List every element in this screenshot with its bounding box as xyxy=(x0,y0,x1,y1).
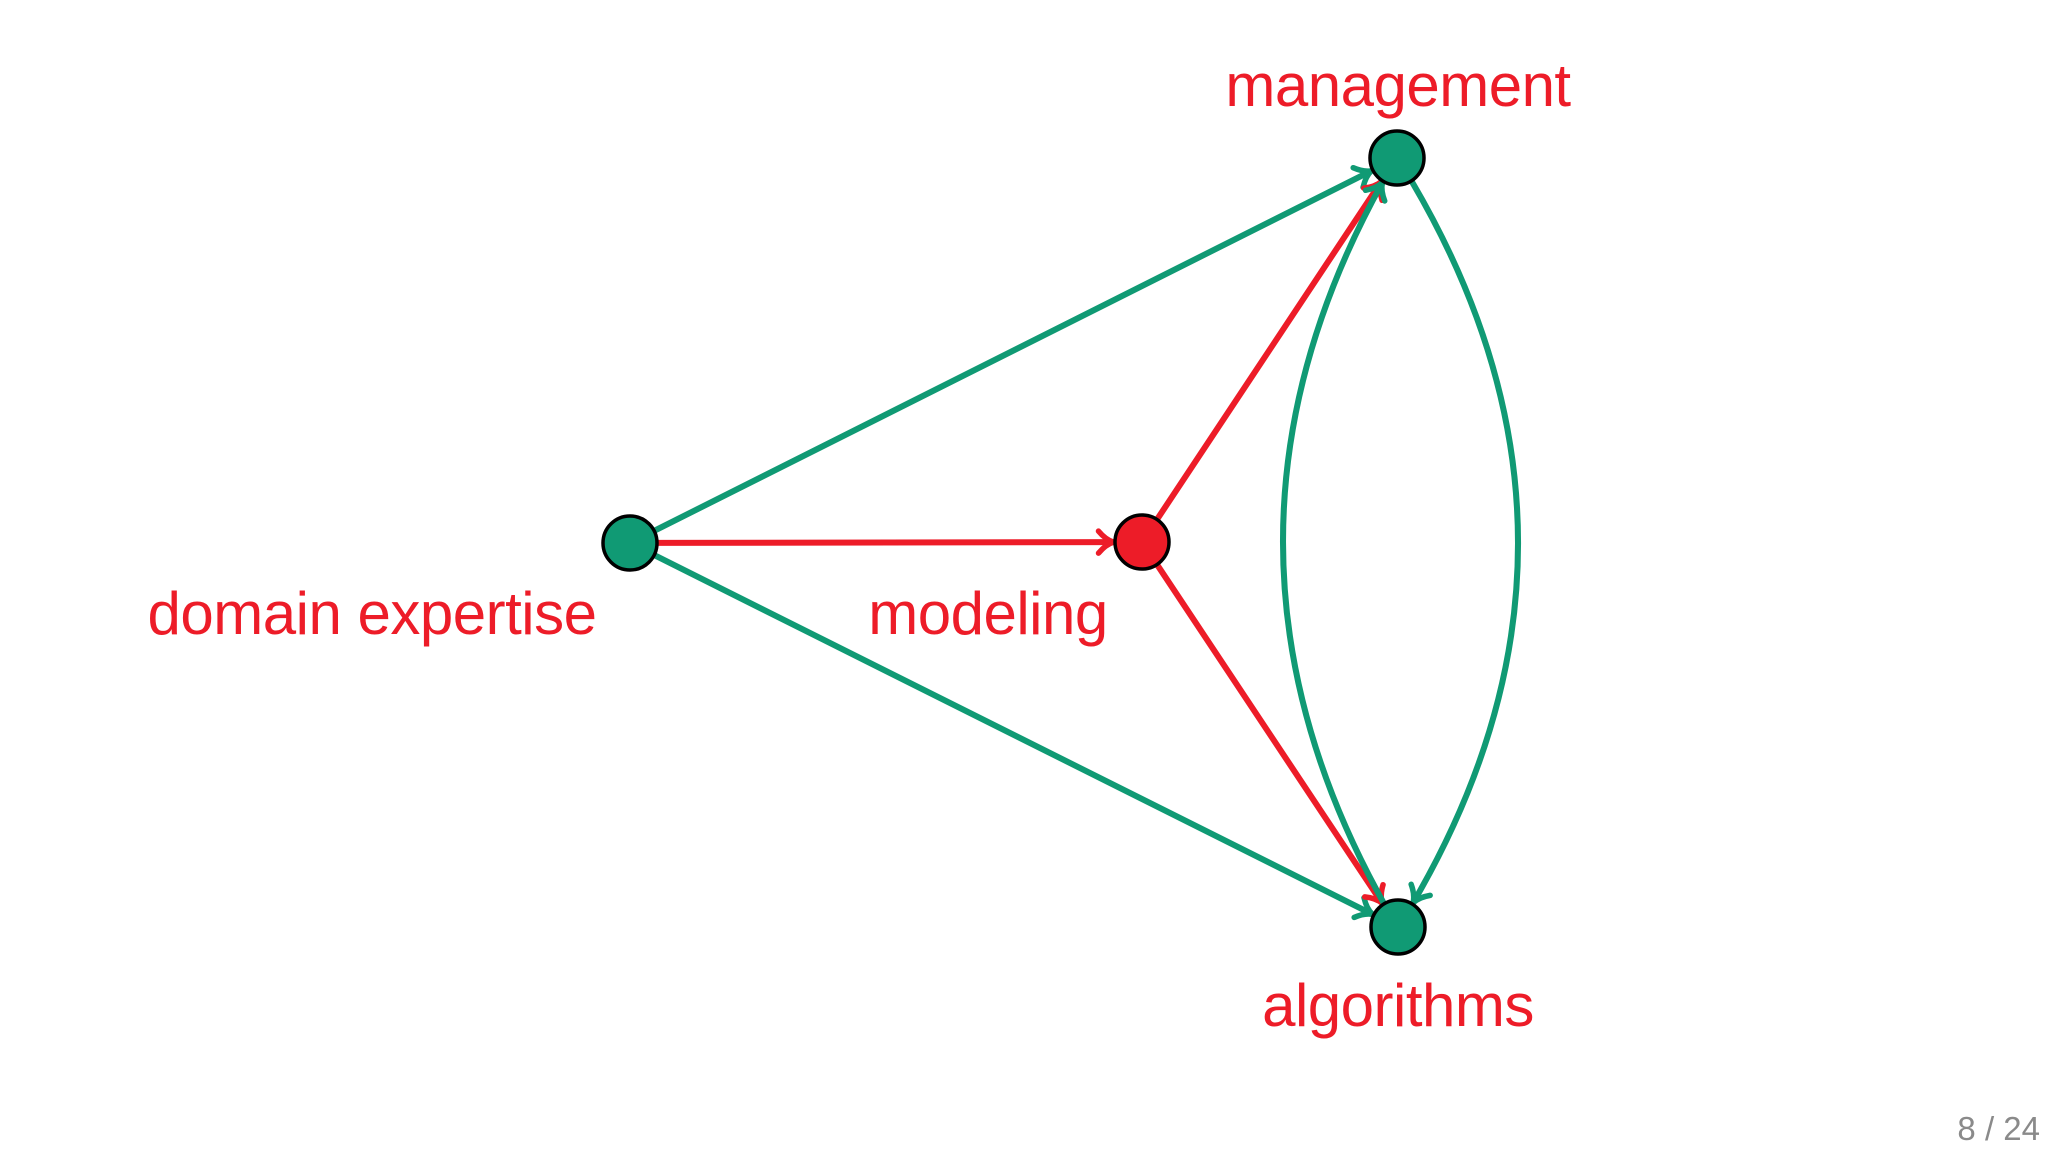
edge-modeling-to-management xyxy=(1154,178,1385,522)
page-number: 8 / 24 xyxy=(1957,1110,2040,1147)
edges-layer xyxy=(652,164,1521,921)
node-domain-expertise xyxy=(601,514,659,572)
edge-domain-expertise-to-modeling xyxy=(655,528,1117,556)
edge-algorithms-to-management xyxy=(1280,179,1388,906)
node-label-modeling: modeling xyxy=(868,580,1108,647)
edge-domain-expertise-to-management xyxy=(652,164,1375,534)
edge-management-to-algorithms xyxy=(1408,179,1521,906)
edge-modeling-to-algorithms xyxy=(1154,562,1386,907)
edge-domain-expertise-to-algorithms xyxy=(652,552,1376,921)
node-label-domain-expertise: domain expertise xyxy=(147,580,597,647)
node-management xyxy=(1368,129,1426,187)
node-modeling xyxy=(1113,513,1171,571)
node-algorithms xyxy=(1369,898,1427,956)
node-label-management: management xyxy=(1225,52,1571,119)
nodes-layer xyxy=(601,129,1427,956)
node-label-algorithms: algorithms xyxy=(1262,972,1534,1039)
